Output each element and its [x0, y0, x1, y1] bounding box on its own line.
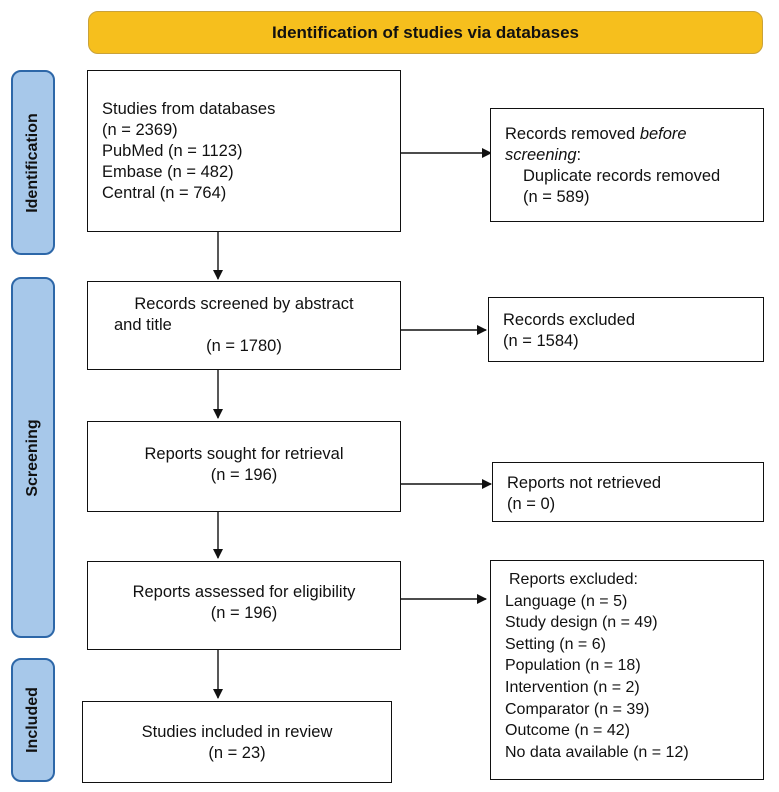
reports-assessed-title: Reports assessed for eligibility — [132, 583, 356, 601]
central-count: Central (n = 764) — [102, 184, 227, 202]
exclusion-reason: Language (n = 5) — [505, 592, 628, 610]
studies-included-count: (n = 23) — [208, 744, 266, 762]
duplicate-records-label: Duplicate records removed — [523, 167, 721, 185]
records-removed-box: Records removed before screening: Duplic… — [490, 108, 764, 222]
studies-included-title: Studies included in review — [141, 723, 333, 741]
exclusion-reason: Setting (n = 6) — [505, 635, 606, 653]
records-screened-box: Records screened by abstract and title (… — [87, 281, 401, 370]
reports-not-retrieved-count: (n = 0) — [507, 495, 556, 513]
phase-identification: Identification — [11, 70, 55, 255]
phase-screening: Screening — [11, 277, 55, 638]
embase-count: Embase (n = 482) — [102, 163, 234, 181]
exclusion-reason: Intervention (n = 2) — [505, 678, 640, 696]
reports-sought-title: Reports sought for retrieval — [144, 445, 344, 463]
header-banner: Identification of studies via databases — [88, 11, 763, 54]
records-excluded-count: (n = 1584) — [503, 332, 579, 350]
reports-excluded-title: Reports excluded: — [509, 571, 638, 588]
header-title: Identification of studies via databases — [271, 22, 580, 42]
records-screened-count: (n = 1780) — [206, 337, 282, 355]
studies-included-box: Studies included in review (n = 23) — [82, 701, 392, 783]
reports-not-retrieved-title: Reports not retrieved — [507, 474, 662, 492]
records-screened-line1: Records screened by abstract — [134, 295, 354, 313]
reports-assessed-box: Reports assessed for eligibility (n = 19… — [87, 561, 401, 650]
reports-assessed-count: (n = 196) — [210, 604, 278, 622]
exclusion-reason: Outcome (n = 42) — [505, 722, 630, 740]
reports-excluded-box: Reports excluded: Language (n = 5) Study… — [490, 560, 764, 780]
exclusion-reason: Comparator (n = 39) — [505, 700, 650, 718]
exclusion-reason: Study design (n = 49) — [505, 614, 658, 632]
records-excluded-title: Records excluded — [503, 311, 636, 329]
reports-not-retrieved-box: Reports not retrieved (n = 0) — [492, 462, 764, 522]
exclusion-reason: No data available (n = 12) — [505, 743, 689, 761]
reports-sought-count: (n = 196) — [210, 466, 278, 484]
records-excluded-box: Records excluded (n = 1584) — [488, 297, 764, 362]
records-screened-line2: and title — [114, 316, 172, 334]
pubmed-count: PubMed (n = 1123) — [102, 142, 243, 160]
exclusion-reason: Population (n = 18) — [505, 657, 641, 675]
reports-sought-box: Reports sought for retrieval (n = 196) — [87, 421, 401, 512]
records-removed-title: Records removed before — [505, 125, 687, 143]
phase-included: Included — [11, 658, 55, 782]
studies-from-databases-box: Studies from databases (n = 2369) PubMed… — [87, 70, 401, 232]
records-removed-subtitle: screening: — [505, 146, 582, 164]
studies-total-count: (n = 2369) — [102, 121, 178, 139]
studies-from-databases-text: Studies from databases — [102, 100, 276, 118]
duplicate-records-count: (n = 589) — [523, 188, 590, 206]
